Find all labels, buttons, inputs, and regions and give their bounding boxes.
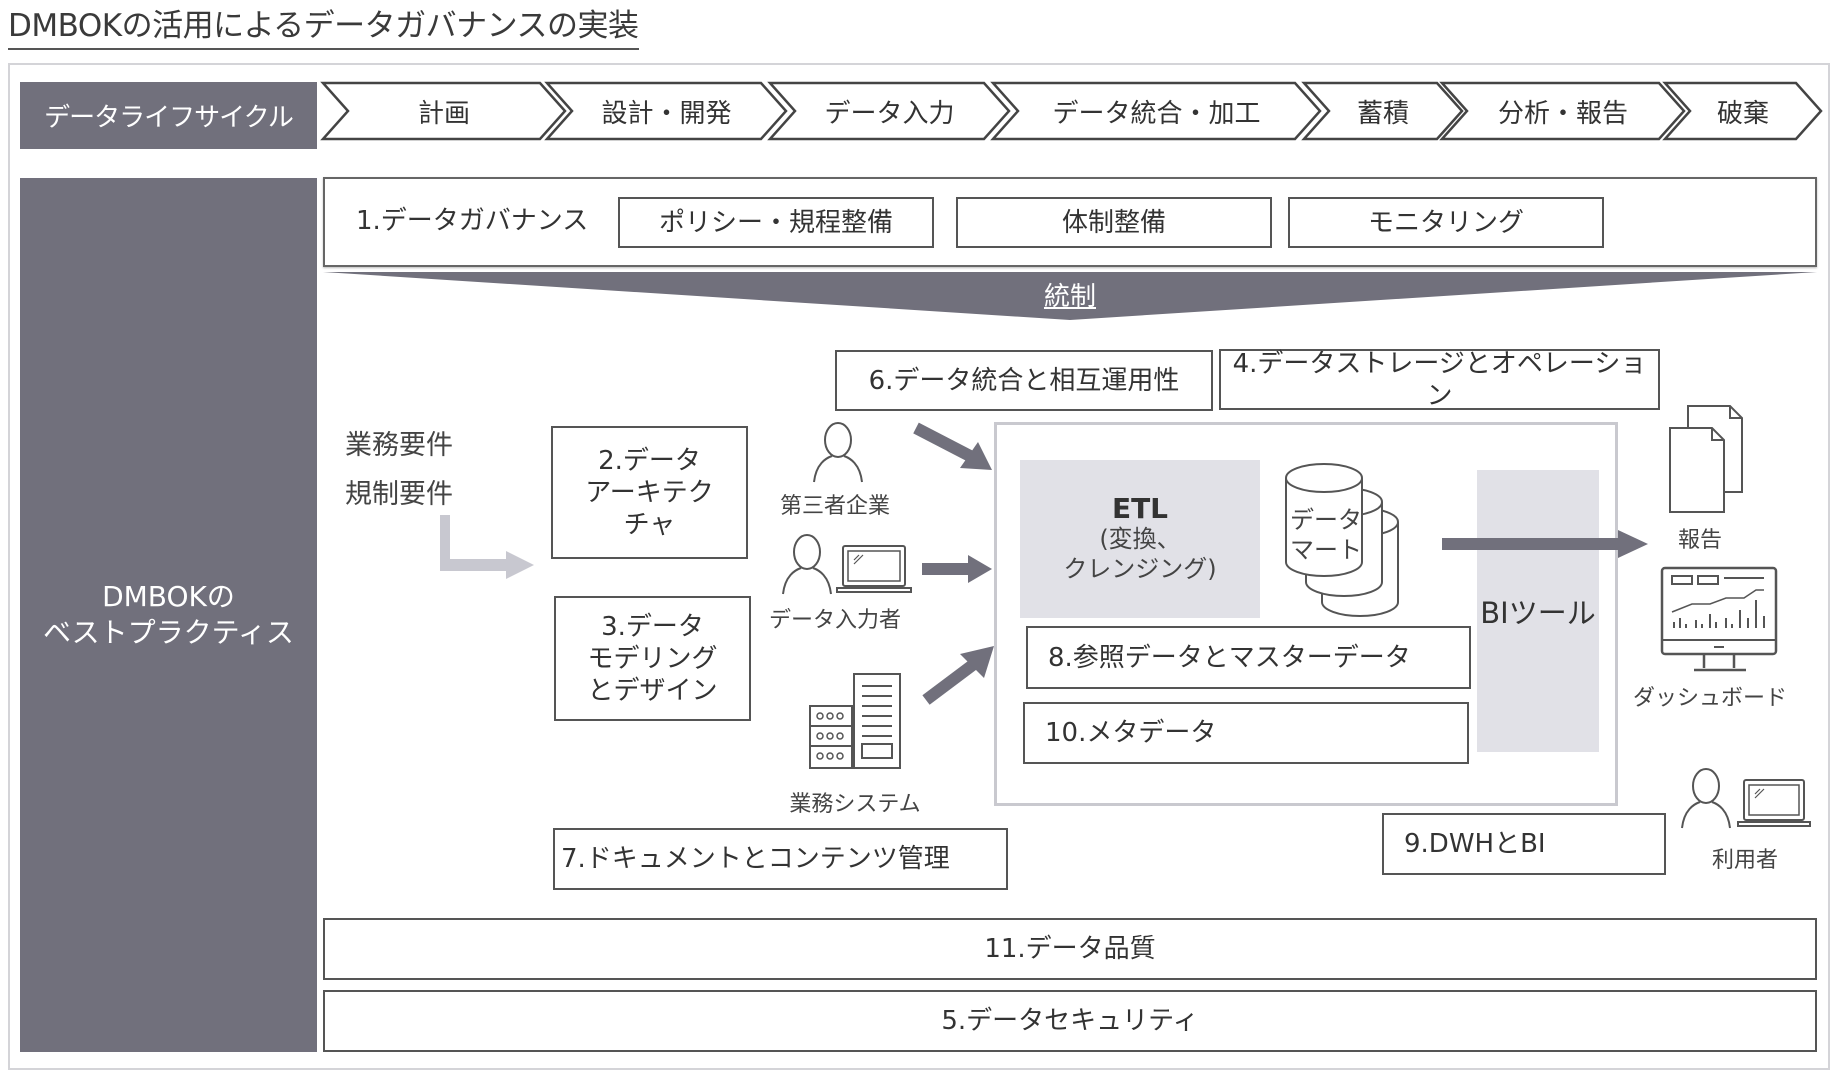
ka-document-content: 7.ドキュメントとコンテンツ管理 [553, 828, 1008, 890]
ka-dwh-bi: 9.DWHとBI [1382, 813, 1666, 875]
control-funnel [323, 272, 1817, 320]
lifecycle-label: データライフサイクル [20, 82, 317, 149]
governance-item-structure: 体制整備 [956, 197, 1272, 248]
data-mart-database-icon [1285, 463, 1399, 617]
regulatory-requirements: 規制要件 [345, 479, 453, 510]
architecture-line-3: チャ [623, 509, 676, 540]
ka-data-integration: 6.データ統合と相互運用性 [835, 350, 1213, 411]
ka-data-quality: 11.データ品質 [323, 918, 1817, 980]
data-mart-line-2: マート [1290, 536, 1362, 564]
sidebar-line-2: ベストプラクティス [43, 616, 294, 649]
data-mart-label: データ マート [1290, 505, 1362, 565]
sidebar-line-1: DMBOKの [102, 580, 235, 613]
lifecycle-stage: 分析・報告 [1439, 81, 1686, 141]
diagram-frame [8, 63, 1830, 1070]
etl-sub-1: (変換、 [1099, 525, 1181, 553]
chevron-shape [1662, 81, 1823, 141]
modeling-line-2: モデリング [587, 643, 718, 674]
report-documents-icon [1669, 405, 1743, 513]
lifecycle-stage-label: データ入力 [824, 98, 955, 129]
architecture-line-1: 2.データ [598, 445, 701, 476]
chevron-shape [544, 81, 788, 141]
chevron-shape [1439, 81, 1686, 141]
ka-data-architecture: 2.データ アーキテク チャ [551, 426, 748, 559]
dashboard-monitor-icon [1660, 566, 1778, 672]
chevron-shape [767, 81, 1011, 141]
etl-block: ETL (変換、 クレンジング) [1020, 460, 1260, 618]
lifecycle-stage: 蓄積 [1301, 81, 1464, 141]
lifecycle-stage-label: 設計・開発 [601, 98, 732, 129]
control-label: 統制 [1043, 282, 1096, 312]
lifecycle-stage-label: 蓄積 [1356, 98, 1409, 129]
business-system-label: 業務システム [789, 792, 921, 817]
requirements-arrow-icon [440, 515, 534, 579]
data-entry-person-laptop-icon [782, 534, 912, 595]
output-arrow-icon [1442, 530, 1648, 558]
data-mart-line-1: データ [1290, 506, 1362, 534]
chevron-shape [320, 81, 567, 141]
ka-data-security: 5.データセキュリティ [323, 990, 1817, 1052]
page-title: DMBOKの活用によるデータガバナンスの実装 [8, 6, 639, 50]
business-system-server-icon [809, 673, 901, 769]
lifecycle-stage-label: 計画 [417, 98, 470, 129]
governance-item-policy: ポリシー・規程整備 [618, 197, 934, 248]
chevron-shape [1301, 81, 1464, 141]
modeling-line-1: 3.データ [601, 611, 704, 642]
dashboard-label: ダッシュボード [1632, 686, 1787, 711]
lifecycle-stage: データ入力 [767, 81, 1011, 141]
third-party-person-icon [813, 422, 863, 483]
modeling-line-3: とデザイン [587, 675, 718, 706]
data-entry-arrow-icon [922, 555, 992, 583]
lifecycle-stage: 破棄 [1662, 81, 1823, 141]
ka-metadata: 10.メタデータ [1023, 702, 1469, 764]
etl-title: ETL [1111, 492, 1169, 525]
lifecycle-stage: 計画 [320, 81, 567, 141]
etl-sub-2: クレンジング) [1063, 555, 1217, 583]
bi-tool-block: BIツール [1477, 470, 1599, 752]
business-system-arrow-icon [922, 646, 994, 705]
data-entry-label: データ入力者 [768, 608, 901, 633]
lifecycle-stage: データ統合・加工 [990, 81, 1322, 141]
report-label: 報告 [1677, 528, 1722, 553]
user-person-laptop-icon [1681, 768, 1811, 829]
third-party-arrow-icon [913, 422, 992, 470]
architecture-line-2: アーキテク [585, 477, 714, 508]
best-practice-sidebar: DMBOKの ベストプラクティス [20, 178, 317, 1052]
third-party-label: 第三者企業 [780, 494, 891, 519]
chevron-shape [990, 81, 1322, 141]
ka-data-storage: 4.データストレージとオペレーション [1219, 349, 1660, 411]
lifecycle-stage-label: データ統合・加工 [1052, 98, 1261, 129]
business-requirements: 業務要件 [345, 430, 453, 461]
lifecycle-stage-label: 破棄 [1716, 98, 1769, 129]
ka-reference-master-data: 8.参照データとマスターデータ [1026, 626, 1471, 689]
governance-item-monitoring: モニタリング [1288, 197, 1604, 248]
lifecycle-stage: 設計・開発 [544, 81, 788, 141]
governance-label: 1.データガバナンス [356, 206, 589, 236]
lifecycle-stage-label: 分析・報告 [1497, 98, 1628, 129]
ka-data-modeling: 3.データ モデリング とデザイン [554, 596, 751, 721]
user-label: 利用者 [1711, 848, 1778, 873]
